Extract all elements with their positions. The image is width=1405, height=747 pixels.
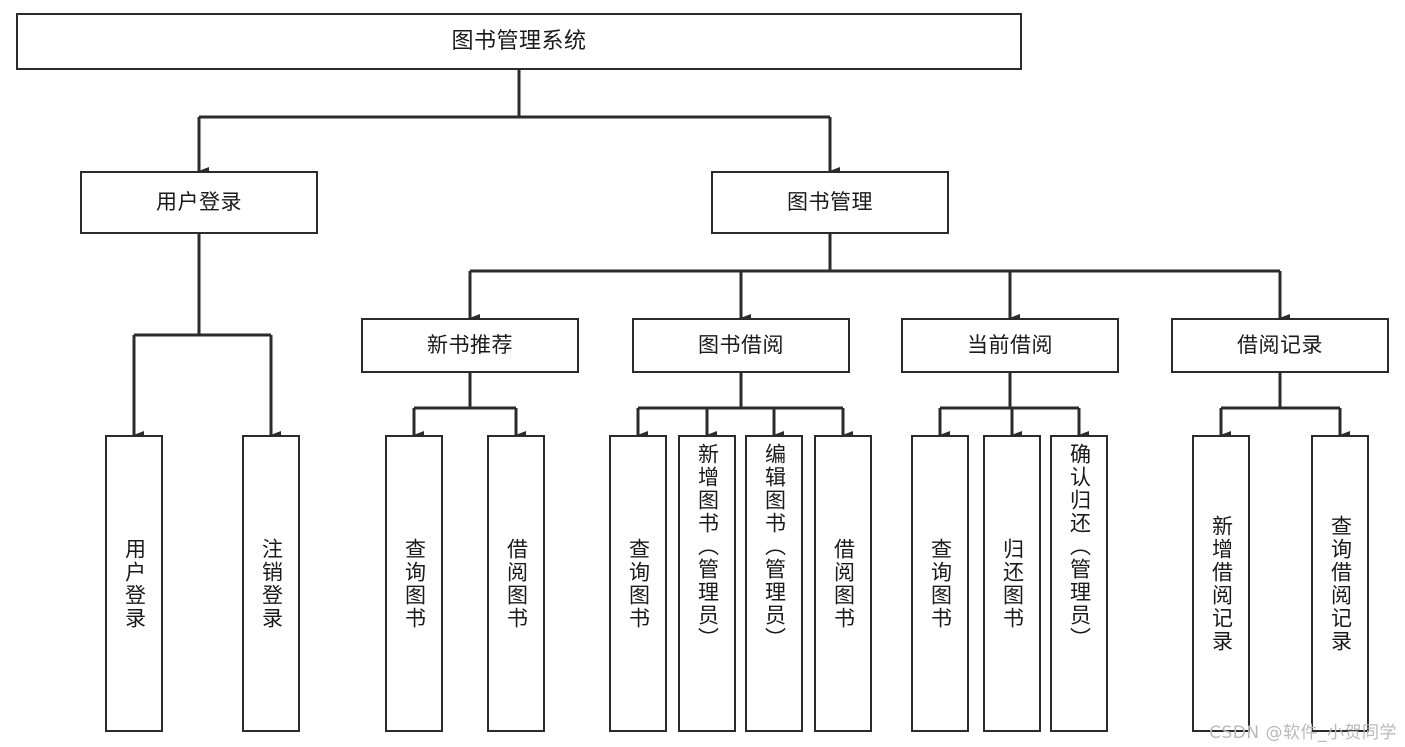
node-leaf-logout[interactable]: 注销登录 [242,435,300,732]
node-leaf-borrow-book-1[interactable]: 借阅图书 [487,435,545,732]
node-label: 图书借阅 [698,333,784,358]
node-borrow-record[interactable]: 借阅记录 [1171,318,1389,373]
node-leaf-query-borrow-record[interactable]: 查询借阅记录 [1311,435,1369,732]
node-label: 归还图书 [1000,537,1025,630]
node-leaf-user-login[interactable]: 用户登录 [105,435,163,732]
node-label: 确认归还（管理员） [1067,443,1092,650]
node-new-book-recommendation[interactable]: 新书推荐 [361,318,579,373]
node-label: 当前借阅 [967,333,1053,358]
node-label: 借阅记录 [1237,333,1323,358]
node-label: 新增借阅记录 [1209,514,1234,653]
node-book-management[interactable]: 图书管理 [711,171,949,234]
node-label: 新书推荐 [427,333,513,358]
node-label: 编辑图书（管理员） [762,443,787,650]
node-leaf-query-book-3[interactable]: 查询图书 [911,435,969,732]
node-label: 用户登录 [122,537,147,630]
node-label: 查询图书 [928,537,953,630]
node-label: 查询图书 [626,537,651,630]
edge-paths [132,70,1351,440]
node-leaf-borrow-book-2[interactable]: 借阅图书 [814,435,872,732]
node-label: 注销登录 [259,537,284,630]
node-leaf-add-borrow-record[interactable]: 新增借阅记录 [1192,435,1250,732]
node-leaf-confirm-return-admin[interactable]: 确认归还（管理员） [1050,435,1108,732]
node-leaf-query-book-2[interactable]: 查询图书 [609,435,667,732]
node-label: 用户登录 [156,190,242,215]
node-book-borrow[interactable]: 图书借阅 [632,318,850,373]
node-label: 图书管理系统 [451,28,587,54]
node-root-book-management-system[interactable]: 图书管理系统 [16,13,1022,70]
node-leaf-return-book[interactable]: 归还图书 [983,435,1041,732]
node-label: 新增图书（管理员） [695,443,720,650]
csdn-watermark: CSDN @软件_小贺同学 [1209,723,1397,743]
node-leaf-query-book-1[interactable]: 查询图书 [385,435,443,732]
node-label: 查询借阅记录 [1328,514,1353,653]
node-label: 借阅图书 [504,537,529,630]
node-label: 查询图书 [402,537,427,630]
node-leaf-add-book-admin[interactable]: 新增图书（管理员） [678,435,736,732]
node-leaf-edit-book-admin[interactable]: 编辑图书（管理员） [745,435,803,732]
node-current-borrow[interactable]: 当前借阅 [901,318,1119,373]
node-label: 借阅图书 [831,537,856,630]
node-user-login[interactable]: 用户登录 [80,171,318,234]
node-label: 图书管理 [787,190,873,215]
